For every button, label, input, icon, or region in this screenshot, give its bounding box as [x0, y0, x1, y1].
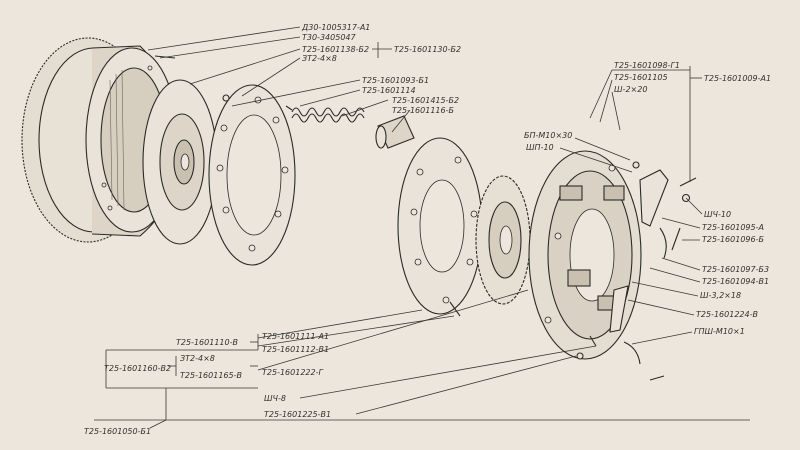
label-zt2-bottom: ЗТ2-4×8: [180, 354, 215, 363]
label-t25-1601116: Т25-1601116-Б: [392, 106, 454, 115]
label-t25-1601095: Т25-1601095-А: [702, 223, 764, 232]
label-t25-1601110: Т25-1601110-В: [176, 338, 238, 347]
driven-disc: [142, 79, 218, 245]
label-sh4-10: ШЧ-10: [704, 210, 731, 219]
label-t25-1601050: Т25-1601050-Б1: [84, 427, 151, 436]
label-t25-1601112: Т25-1601112-В1: [262, 345, 329, 354]
label-bp-m10: БП-М10×30: [524, 131, 572, 140]
release-lever: [609, 169, 669, 365]
label-t25-1601415: Т25-1601415-Б2: [392, 96, 459, 105]
label-t25-1601111: Т25-1601111-А1: [262, 332, 329, 341]
leader-lines: [94, 26, 750, 429]
label-t25-1601222: Т25-1601222-Г: [262, 368, 323, 377]
label-t25-1601009: Т25-1601009-А1: [704, 74, 771, 83]
spring-sleeve: [375, 115, 415, 149]
label-sh4-8: ШЧ-8: [264, 394, 286, 403]
pressure-plate: [208, 84, 296, 266]
stud-bolt: [449, 301, 461, 317]
label-t25-1601105: Т25-1601105: [614, 73, 668, 82]
second-driven-disc: [475, 175, 531, 305]
label-t25-1601097: Т25-1601097-Б3: [702, 265, 769, 274]
label-gpsh-m10: ГПШ-М10×1: [694, 327, 745, 336]
label-sh-32x18: Ш-3,2×18: [700, 291, 741, 300]
label-t25-1601224: Т25-1601224-В: [696, 310, 758, 319]
label-t25-1601138: Т25-1601138-Б2: [302, 45, 369, 54]
label-t25-1601094: Т25-1601094-В1: [702, 277, 769, 286]
part-labels: Д30-1005317-А1 Т30-3405047 Т25-1601138-Б…: [84, 23, 771, 436]
label-sh-2x20: Ш-2×20: [614, 85, 647, 94]
label-t25-1601160: Т25-1601160-В2: [104, 364, 171, 373]
label-shp-10: ШП-10: [526, 143, 554, 152]
label-t25-1601096: Т25-1601096-Б: [702, 235, 764, 244]
label-t25-1601165: Т25-1601165-В: [180, 371, 242, 380]
label-t25-1601114: Т25-1601114: [362, 86, 416, 95]
label-t25-1601093: Т25-1601093-Б1: [362, 76, 429, 85]
clutch-cover-assembly: [528, 150, 642, 360]
label-t25-1601130: Т25-1601130-Б2: [394, 45, 461, 54]
label-t30-3405047: Т30-3405047: [302, 33, 356, 42]
coil-spring: [291, 107, 365, 123]
label-t25-1601098: Т25-1601098-Г1: [614, 61, 680, 70]
label-zt2-top: ЗТ2-4×8: [302, 54, 337, 63]
label-d30-1005317: Д30-1005317-А1: [301, 23, 370, 32]
intermediate-disc: [397, 137, 483, 315]
label-t25-1601225: Т25-1601225-В1: [264, 410, 331, 419]
